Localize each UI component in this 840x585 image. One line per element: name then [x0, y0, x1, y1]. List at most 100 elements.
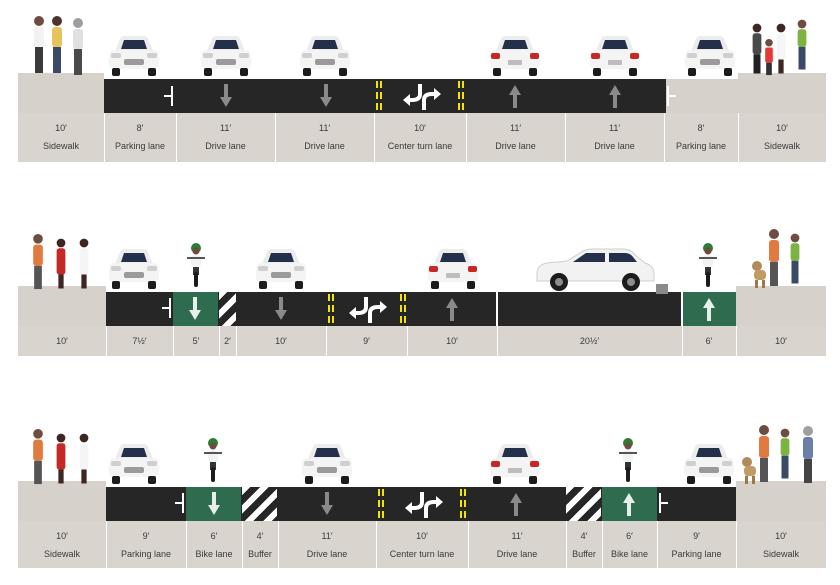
segment-width: 10′	[56, 531, 68, 541]
segment-label: 6′	[682, 336, 736, 347]
segment-width: 9′	[363, 336, 370, 346]
segment-label: 20½′	[497, 336, 682, 347]
segment-label: 10′	[736, 336, 826, 347]
buffer-hatching	[219, 292, 236, 326]
segment-name: Sidewalk	[762, 549, 800, 559]
cyclist-icon	[203, 437, 223, 483]
segment-width: 10′	[775, 336, 787, 346]
sidewalk-left	[18, 481, 106, 521]
segment-width: 11′	[318, 123, 331, 133]
label-band	[18, 113, 826, 162]
segment-divider	[275, 113, 276, 162]
car-front-icon	[682, 441, 736, 485]
segment-label: 4′ Buffer	[242, 531, 278, 560]
segment-width: 11′	[608, 123, 621, 133]
yellow-center-line	[376, 81, 464, 111]
segment-label: 10′ Sidewalk	[736, 531, 826, 560]
segment-label: 8′Parking lane	[104, 123, 176, 152]
segment-label: 2′	[219, 336, 236, 347]
segment-name: Drive lane	[496, 549, 538, 559]
segment-name: Bike lane	[195, 549, 233, 559]
segment-divider	[682, 326, 683, 356]
segment-divider	[664, 113, 665, 162]
segment-width: 4′	[256, 531, 264, 541]
arrow-down-icon	[208, 492, 220, 516]
segment-name: Sidewalk	[42, 141, 80, 151]
segment-width: 7½′	[132, 336, 147, 346]
arrow-up-icon	[623, 492, 635, 516]
segment-width: 11′	[219, 123, 232, 133]
buffer-hatching	[242, 487, 277, 521]
sidewalk-right	[736, 481, 826, 521]
lane-line	[681, 292, 683, 326]
segment-name: Drive lane	[594, 141, 635, 151]
segment-width: 10′	[56, 336, 68, 346]
parking-stall-marking	[164, 86, 173, 106]
segment-divider	[326, 326, 327, 356]
parking-stall-marking	[175, 493, 184, 513]
segment-label: 11′ Drive lane	[466, 123, 565, 152]
segment-name: Drive lane	[304, 141, 345, 151]
sidewalk-left	[18, 286, 106, 326]
parking-stall-marking	[659, 493, 668, 513]
label-band	[18, 326, 826, 356]
segment-width: 2′	[224, 336, 231, 346]
segment-width: 9′	[693, 531, 700, 541]
segment-label: 10′	[407, 336, 497, 347]
segment-width: 10′	[776, 123, 788, 133]
segment-divider	[566, 521, 567, 568]
street-section-1: 10′Sidewalk 8′Parking lane 11′Drive lane…	[0, 0, 840, 165]
street-section-2: 10′ 7½′ 5′ 2′ 10′ 9′ 10′ 20½′ 6′ 10′	[18, 0, 826, 356]
segment-label: 11′ Drive lane	[468, 531, 566, 560]
segment-name: Buffer	[248, 549, 272, 559]
segment-name: Center turn lane	[389, 549, 455, 559]
segment-name: Drive lane	[495, 141, 536, 151]
segment-name: Center turn lane	[387, 141, 453, 151]
segment-width: 4′	[580, 531, 588, 541]
segment-name: Sidewalk	[763, 141, 801, 151]
parking-stall-marking	[667, 86, 676, 106]
segment-width: 10′	[775, 531, 787, 541]
segment-label: 11′ Drive lane	[565, 123, 664, 152]
yellow-center-line	[328, 294, 406, 324]
segment-width: 11′	[511, 531, 523, 541]
segment-width: 11′	[321, 531, 333, 541]
sidewalk-left	[18, 73, 104, 113]
segment-name: Buffer	[572, 549, 596, 559]
segment-width: 5′	[192, 336, 200, 346]
segment-width: 11′	[509, 123, 522, 133]
segment-divider	[657, 521, 658, 568]
segment-name: Drive lane	[306, 549, 348, 559]
segment-label: 9′	[326, 336, 407, 347]
segment-label: 6′ Bike lane	[186, 531, 242, 560]
segment-label: 9′Parking lane	[106, 531, 186, 560]
segment-width: 10′	[275, 336, 287, 346]
segment-label: 11′ Drive lane	[278, 531, 376, 560]
segment-width: 6′	[210, 531, 218, 541]
segment-label: 10′	[18, 336, 106, 347]
segment-divider	[374, 113, 375, 162]
segment-width: 6′	[626, 531, 633, 541]
segment-divider	[176, 113, 177, 162]
segment-name: Sidewalk	[43, 549, 81, 559]
segment-label: 10′ Center turn lane	[376, 531, 468, 560]
segment-label: 11′ Drive lane	[275, 123, 374, 152]
segment-divider	[407, 326, 408, 356]
car-front-icon	[107, 441, 161, 485]
segment-label: 9′Parking lane	[657, 531, 736, 560]
segment-divider	[736, 326, 737, 356]
car-front-icon	[300, 441, 354, 485]
segment-divider	[602, 521, 603, 568]
segment-width: 10′	[416, 531, 428, 541]
segment-label: 5′	[173, 336, 219, 347]
arrow-down-icon	[321, 492, 333, 516]
segment-label: 10′Sidewalk	[18, 123, 104, 152]
segment-divider	[173, 326, 174, 356]
segment-divider	[186, 521, 187, 568]
segment-label: 7½′	[106, 336, 173, 347]
sidewalk-right-raised	[738, 73, 826, 113]
segment-divider	[278, 521, 279, 568]
segment-divider	[236, 326, 237, 356]
arrow-up-icon	[510, 492, 522, 516]
